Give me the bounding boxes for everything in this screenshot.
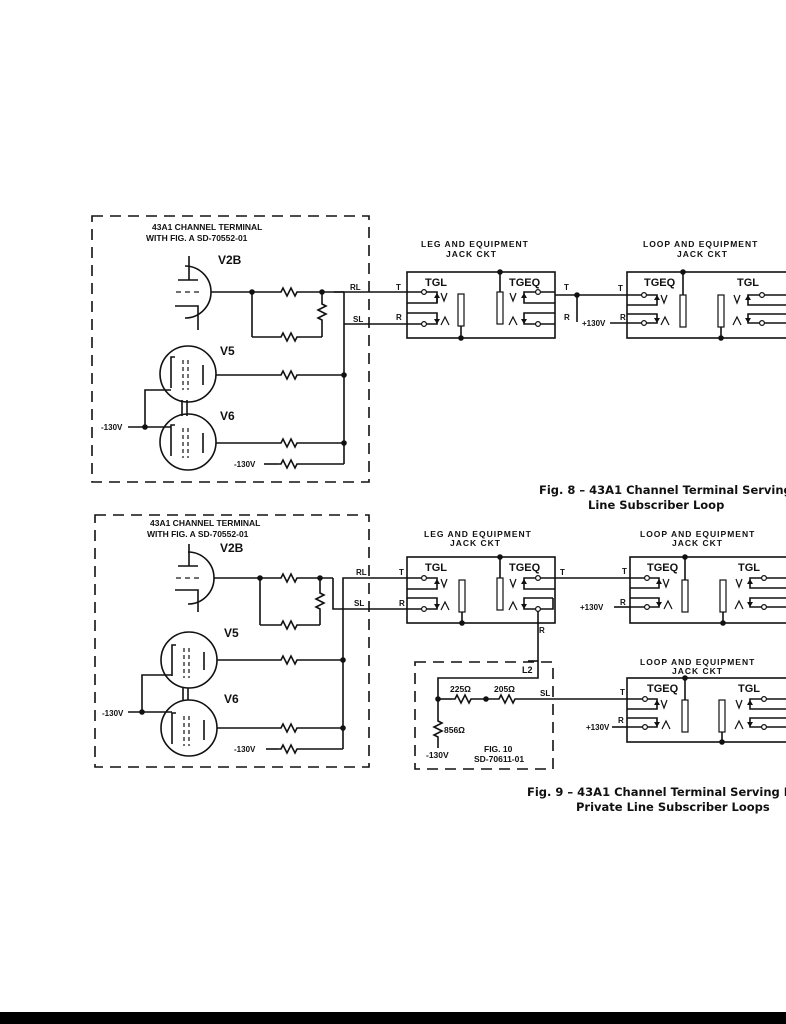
jack-subtitle: JACK CKT (677, 249, 728, 259)
tube-label: V6 (220, 409, 235, 423)
jack-label-tgl: TGL (738, 562, 760, 574)
leg-equipment-jack: LEG AND EQUIPMENT JACK CKT TGL TGEQ T R … (396, 239, 570, 341)
fig10-label: FIG. 10 (484, 744, 513, 754)
tube-v5: V5 (159, 344, 235, 403)
lead-rl: RL (356, 568, 367, 577)
jack-subtitle: JACK CKT (672, 538, 723, 548)
jack-title: LOOP AND EQUIPMENT (643, 239, 758, 249)
jack-label-tgl: TGL (738, 683, 760, 695)
lead-sl: SL (354, 599, 364, 608)
resistor-205-label: 205Ω (494, 684, 515, 694)
supply-minus-130v-bottom: -130V (234, 460, 256, 469)
loop-equipment-jack-upper: LOOP AND EQUIPMENT JACK CKT TGEQ TGL T R… (580, 529, 786, 626)
pin-r: R (396, 313, 402, 322)
pin-t: T (399, 568, 404, 577)
pin-t: T (560, 568, 565, 577)
jack-label-tgl: TGL (737, 277, 759, 289)
resistor-225-label: 225Ω (450, 684, 471, 694)
supply-minus-130v: -130V (426, 750, 449, 760)
supply-plus-130v: +130V (586, 723, 610, 732)
supply-plus-130v: +130V (582, 319, 606, 328)
supply-minus-130v: -130V (101, 423, 123, 432)
terminal-title-line2: WITH FIG. A SD-70552-01 (146, 233, 248, 243)
scan-bottom-edge (0, 1012, 786, 1024)
pin-t: T (622, 567, 627, 576)
supply-minus-130v: -130V (102, 709, 124, 718)
loop-equipment-jack-lower: LOOP AND EQUIPMENT JACK CKT TGEQ TGL T R… (586, 657, 786, 745)
pin-r: R (618, 716, 624, 725)
figure-8-caption-line1: Fig. 8 – 43A1 Channel Terminal Serving H (539, 483, 786, 497)
figure-8-caption-line2: Line Subscriber Loop (588, 498, 724, 512)
jack-label-tgeq: TGEQ (509, 277, 541, 289)
leg-equipment-jack: LEG AND EQUIPMENT JACK CKT TGL TGEQ T R … (399, 529, 565, 635)
terminal-box-border (94, 514, 370, 768)
fig10-drawing-number: SD-70611-01 (474, 754, 524, 764)
pin-r: R (620, 313, 626, 322)
jack-title: LOOP AND EQUIPMENT (640, 529, 755, 539)
figure-9-caption-line1: Fig. 9 – 43A1 Channel Terminal Serving F… (527, 785, 786, 799)
terminal-title-line1: 43A1 CHANNEL TERMINAL (150, 518, 260, 528)
jack-label-tgeq: TGEQ (647, 562, 679, 574)
jack-label-tgl: TGL (425, 562, 447, 574)
jack-subtitle: JACK CKT (450, 538, 501, 548)
tube-v6: V6 (160, 692, 239, 757)
jack-subtitle: JACK CKT (446, 249, 497, 259)
jack-title: LEG AND EQUIPMENT (421, 239, 529, 249)
pin-r: R (399, 599, 405, 608)
supply-plus-130v: +130V (580, 603, 604, 612)
tube-label: V2B (218, 253, 242, 267)
lead-sl: SL (353, 315, 363, 324)
tube-label: V5 (220, 344, 235, 358)
tube-v5: V5 (160, 626, 239, 689)
figure-9: 43A1 CHANNEL TERMINAL WITH FIG. A SD-705… (94, 514, 786, 814)
terminal-title-line1: 43A1 CHANNEL TERMINAL (152, 222, 262, 232)
pin-r: R (620, 598, 626, 607)
pin-r: R (564, 313, 570, 322)
lead-sl: SL (540, 689, 550, 698)
jack-title: LOOP AND EQUIPMENT (640, 657, 755, 667)
tube-v6: V6 (159, 409, 235, 471)
pin-t: T (396, 283, 401, 292)
pin-t: T (618, 284, 623, 293)
jack-title: LEG AND EQUIPMENT (424, 529, 532, 539)
pin-t: T (564, 283, 569, 292)
figure-9-caption-line2: Private Line Subscriber Loops (576, 800, 770, 814)
loop-equipment-jack: LOOP AND EQUIPMENT JACK CKT TGEQ TGL T R (618, 239, 786, 341)
tube-v2b: V2B (175, 541, 244, 612)
fig10-network-box: L2 225Ω 205Ω SL 856Ω -130V FIG. 10 SD-70… (414, 661, 627, 770)
terminal-title-line2: WITH FIG. A SD-70552-01 (147, 529, 249, 539)
tube-label: V6 (224, 692, 239, 706)
pin-r: R (539, 626, 545, 635)
jack-label-tgeq: TGEQ (647, 683, 679, 695)
supply-minus-130v-bottom: -130V (234, 745, 256, 754)
lead-rl: RL (350, 283, 361, 292)
jack-subtitle: JACK CKT (672, 666, 723, 676)
jack-label-tgeq: TGEQ (509, 562, 541, 574)
pin-t: T (620, 688, 625, 697)
jack-label-tgl: TGL (425, 277, 447, 289)
resistor-856-label: 856Ω (444, 725, 465, 735)
tube-label: V5 (224, 626, 239, 640)
jack-label-tgeq: TGEQ (644, 277, 676, 289)
tube-label: V2B (220, 541, 244, 555)
lead-l2: L2 (522, 665, 533, 675)
figure-8: 43A1 CHANNEL TERMINAL WITH FIG. A SD-705… (91, 215, 786, 512)
